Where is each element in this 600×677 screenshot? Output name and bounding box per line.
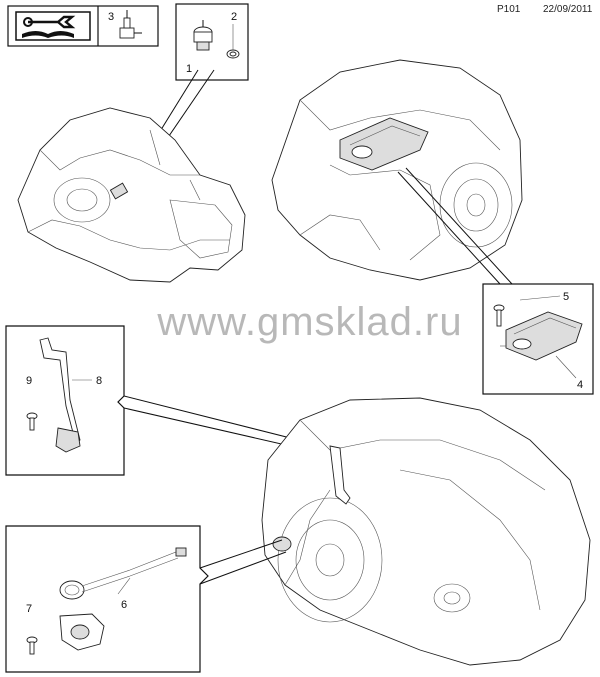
bolt-part-5: [493, 304, 505, 327]
harness-bracket-part-8: [39, 337, 81, 453]
callout-7: 7: [26, 603, 32, 615]
watermark: www.gmsklad.ru: [157, 300, 463, 344]
speed-sensor-part-6: [59, 547, 187, 600]
seal-ring-part-2: [226, 24, 240, 59]
sensor-callout-box: [175, 3, 249, 81]
callout-1: 1: [186, 63, 192, 75]
sensor-callout-box-6-7: [5, 525, 209, 673]
page-date: 22/09/2011: [543, 4, 593, 15]
leader-line-sensor: [199, 539, 283, 569]
control-module-part-4: [500, 311, 583, 361]
wrench-book-icon: [15, 11, 91, 41]
transmission-upper-right: [271, 59, 523, 281]
control-module-mounted: [339, 117, 429, 171]
callout-4: 4: [577, 379, 583, 391]
leader-line-module-b: [405, 167, 513, 285]
callout-5: 5: [563, 291, 569, 303]
callout-9: 9: [26, 375, 32, 387]
leader-line-module: [397, 171, 501, 285]
page-code: P101: [497, 4, 521, 15]
harness-callout-box-8-9: [5, 325, 125, 476]
bolt-part-7: [26, 636, 38, 655]
sensor-part-1: [193, 20, 213, 51]
sensor-housing-part: [59, 613, 105, 651]
small-sensor-part-3: [119, 10, 142, 39]
module-callout-box: [482, 283, 594, 395]
callout-3: 3: [108, 11, 114, 23]
transmission-lower-right: [261, 397, 591, 666]
manual-transmission-left: [17, 107, 246, 283]
callout-6: 6: [121, 599, 127, 611]
callout-8: 8: [96, 375, 102, 387]
manual-symbol-box: [7, 5, 159, 47]
callout-2: 2: [231, 11, 237, 23]
leader-line-sensor-b: [199, 551, 287, 585]
bolt-part-9: [26, 412, 38, 431]
